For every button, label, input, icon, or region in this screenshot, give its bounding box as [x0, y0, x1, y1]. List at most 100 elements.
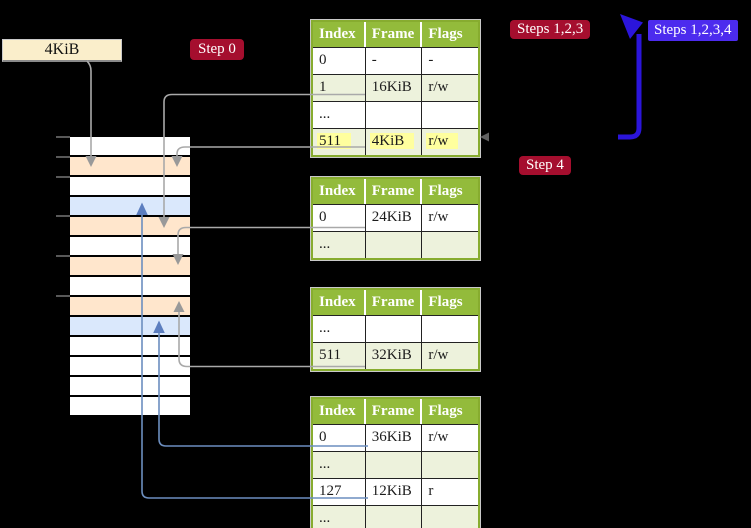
memory-frame-row-14-white — [70, 396, 190, 416]
table-cell — [422, 506, 478, 528]
table-cell: r/w — [422, 205, 478, 231]
table-cell: ... — [313, 316, 366, 342]
table-row: ... — [313, 315, 478, 342]
table-cell: 16KiB — [365, 75, 423, 101]
table-cell — [422, 102, 478, 128]
arrowhead-at-l4-entry511 — [480, 132, 489, 142]
memory-frame-row-7-peach — [70, 256, 190, 276]
table-cell: r/w — [422, 129, 478, 155]
memory-frame-row-13-white — [70, 376, 190, 396]
memory-frame-row-2-peach — [70, 156, 190, 176]
table-cell: 0 — [313, 48, 366, 74]
table-cell: 1 — [313, 75, 366, 101]
memory-frame-row-6-white — [70, 236, 190, 256]
table-cell — [422, 452, 478, 478]
memory-frame-row-9-peach — [70, 296, 190, 316]
memory-address-tick — [56, 136, 70, 138]
column-header-index: Index — [313, 290, 366, 315]
memory-frame-row-1-white — [70, 137, 190, 156]
highlighted-value: 4KiB — [369, 133, 415, 149]
table-cell: 32KiB — [365, 343, 423, 369]
table-cell — [422, 316, 478, 342]
column-header-index: Index — [313, 179, 366, 204]
column-header-frame: Frame — [366, 399, 423, 424]
memory-frame-row-4-blue — [70, 196, 190, 216]
memory-address-tick — [56, 255, 70, 257]
memory-frame-row-8-white — [70, 276, 190, 296]
steps1234-text: Steps 1,2,3,4 — [654, 22, 732, 38]
memory-address-tick — [56, 176, 70, 178]
table-cell: 4KiB — [365, 129, 423, 155]
table-cell: 127 — [313, 479, 366, 505]
table-cell — [422, 232, 478, 258]
table-cell: ... — [313, 452, 366, 478]
column-header-index: Index — [313, 22, 366, 47]
table-cell: ... — [313, 232, 366, 258]
steps123-badge: Steps 1,2,3 — [510, 20, 591, 39]
table-cell — [365, 232, 423, 258]
table-row: ... — [313, 451, 478, 478]
table-cell — [365, 452, 423, 478]
table-row: ... — [313, 505, 478, 528]
memory-frame-row-11-white — [70, 336, 190, 356]
table-cell — [365, 316, 423, 342]
table-cell: 36KiB — [365, 425, 423, 451]
memory-frame-row-5-peach — [70, 216, 190, 236]
highlighted-value: r/w — [426, 133, 459, 149]
table-cell: 12KiB — [365, 479, 423, 505]
table-cell: ... — [313, 102, 366, 128]
column-header-frame: Frame — [366, 290, 423, 315]
table-cell: r/w — [422, 425, 478, 451]
column-header-frame: Frame — [366, 22, 423, 47]
highlighted-value: 511 — [317, 133, 351, 149]
memory-address-tick — [56, 156, 70, 158]
column-header-flags: Flags — [428, 26, 463, 42]
table-row: 511 4KiB r/w — [313, 128, 478, 155]
step0-text: Step 0 — [198, 41, 236, 57]
table-row: ... — [313, 231, 478, 258]
steps123-text: Steps 1,2,3 — [517, 21, 584, 37]
frame-size-label-box: 4KiB — [2, 39, 122, 62]
column-header-flags: Flags — [428, 294, 463, 310]
memory-frame-row-3-white — [70, 176, 190, 196]
memory-address-tick — [56, 295, 70, 297]
table-cell: 0 — [313, 205, 366, 231]
frame-size-text: 4KiB — [44, 41, 80, 58]
steps1234-badge: Steps 1,2,3,4 — [648, 20, 738, 41]
step0-badge: Step 0 — [190, 39, 244, 60]
physical-memory-stack — [70, 137, 190, 416]
table-row: 0-- — [313, 47, 478, 74]
table-cell: r — [422, 479, 478, 505]
table-cell: 0 — [313, 425, 366, 451]
table-cell: - — [365, 48, 423, 74]
table-cell — [365, 506, 423, 528]
table-cell: r/w — [422, 343, 478, 369]
steps1234-loop-arrow — [618, 14, 643, 140]
table-cell: - — [422, 48, 478, 74]
memory-frame-row-10-blue — [70, 316, 190, 336]
table-cell — [365, 102, 423, 128]
table-cell: 511 — [313, 343, 366, 369]
column-header-flags: Flags — [428, 183, 463, 199]
column-header-index: Index — [313, 399, 366, 424]
table-cell: r/w — [422, 75, 478, 101]
memory-frame-row-12-white — [70, 356, 190, 376]
column-header-flags: Flags — [428, 403, 463, 419]
table-cell: 511 — [313, 129, 366, 155]
table-cell: ... — [313, 506, 366, 528]
memory-address-tick — [56, 215, 70, 217]
